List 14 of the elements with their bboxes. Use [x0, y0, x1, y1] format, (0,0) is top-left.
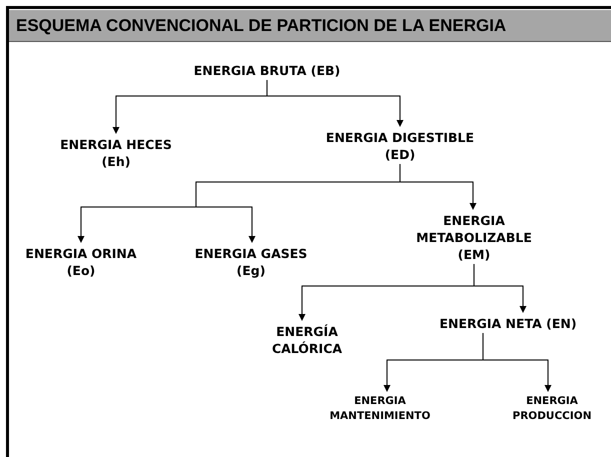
energy-label: ENERGIA GASES (Eg)	[191, 245, 311, 279]
energy-label: ENERGIA METABOLIZABLE (EM)	[404, 212, 544, 263]
energy-label: ENERGIA MANTENIMIENTO	[315, 394, 445, 424]
energy-label: ENERGIA BRUTA (EB)	[167, 62, 367, 79]
title-banner: ESQUEMA CONVENCIONAL DE PARTICION DE LA ENERGIA	[9, 10, 611, 42]
energy-label: ENERGIA HECES (Eh)	[56, 136, 176, 170]
tree-connector	[482, 332, 552, 392]
energy-label: ENERGÍA CALÓRICA	[247, 323, 367, 357]
energy-label: ENERGIA NETA (EN)	[423, 315, 593, 332]
energy-label: ENERGIA PRODUCCION	[502, 394, 602, 424]
energy-label: ENERGIA DIGESTIBLE (ED)	[325, 129, 475, 163]
tree-connector	[266, 80, 404, 127]
tree-connector	[400, 164, 476, 210]
energy-label: ENERGIA ORINA (Eo)	[21, 245, 141, 279]
